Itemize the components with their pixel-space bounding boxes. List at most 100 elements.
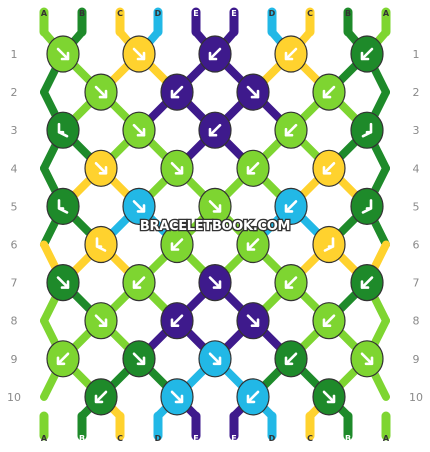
arrow-icon <box>208 352 222 366</box>
arrow-icon <box>322 162 336 175</box>
row-label-left: 7 <box>11 277 18 290</box>
knot <box>84 149 118 187</box>
arrow-icon <box>170 314 184 328</box>
knot-oval <box>46 187 80 225</box>
knot-oval <box>350 187 384 225</box>
arrow-icon <box>208 47 222 61</box>
strand-letter-top: E <box>231 9 236 18</box>
knot <box>198 35 232 73</box>
knot <box>350 187 384 225</box>
row-label-left: 5 <box>11 200 18 213</box>
arrow-icon <box>56 276 70 289</box>
arrow-icon <box>284 200 298 213</box>
arrow-icon <box>94 390 108 404</box>
strand-letter-bottom: E <box>231 434 236 443</box>
arrow-icon <box>284 47 298 61</box>
knot <box>198 264 232 302</box>
strand-letter-bottom: A <box>383 434 390 443</box>
knot-oval <box>312 225 346 264</box>
knot <box>84 378 118 416</box>
watermark-text: BRACELETBOOK.COM <box>140 219 290 234</box>
arrow-icon <box>284 352 298 366</box>
knot <box>46 35 80 73</box>
arrow-icon <box>322 85 336 99</box>
knot <box>84 225 118 264</box>
knot <box>312 149 346 187</box>
knot <box>312 302 346 340</box>
strand-letter-top: A <box>383 9 390 18</box>
strand-letter-top: C <box>117 9 123 18</box>
row-label-left: 6 <box>11 239 18 252</box>
strand-letter-top: D <box>155 9 162 18</box>
arrow-icon <box>170 162 184 175</box>
strand-letter-top: B <box>345 9 351 18</box>
row-label-left: 8 <box>11 315 18 328</box>
arrow-icon <box>322 314 336 328</box>
row-label-right: 7 <box>413 277 420 290</box>
knot <box>122 264 156 302</box>
knot <box>46 187 80 225</box>
arrow-icon <box>360 47 374 61</box>
strand-letter-bottom: C <box>307 434 313 443</box>
knot <box>160 73 194 111</box>
knot <box>84 302 118 340</box>
knot <box>274 340 308 378</box>
arrow-icon <box>323 237 335 252</box>
strand-letter-bottom: B <box>79 434 85 443</box>
knot <box>84 73 118 111</box>
knot <box>160 302 194 340</box>
row-label-left: 2 <box>11 86 18 99</box>
row-label-left: 10 <box>7 391 21 404</box>
knot <box>274 35 308 73</box>
knot <box>198 111 232 149</box>
arrow-icon <box>284 276 298 289</box>
arrow-icon <box>57 122 69 138</box>
strand-letter-top: C <box>307 9 313 18</box>
strand-letter-bottom: C <box>117 434 123 443</box>
row-label-left: 3 <box>11 124 18 137</box>
arrow-icon <box>94 162 108 175</box>
arrow-icon <box>132 276 146 289</box>
row-label-right: 6 <box>413 239 420 252</box>
arrow-icon <box>246 238 260 251</box>
row-label-right: 3 <box>413 124 420 137</box>
knot-oval <box>84 225 118 264</box>
strand-letter-bottom: D <box>155 434 162 443</box>
knot <box>236 302 270 340</box>
row-label-right: 10 <box>409 391 423 404</box>
strand-letter-bottom: B <box>345 434 351 443</box>
knot <box>160 149 194 187</box>
arrow-icon <box>360 276 374 289</box>
knot <box>350 264 384 302</box>
arrow-icon <box>246 85 260 99</box>
row-label-left: 9 <box>11 353 18 366</box>
knot <box>236 378 270 416</box>
knot <box>46 340 80 378</box>
arrow-icon <box>56 352 70 366</box>
arrow-icon <box>208 276 222 289</box>
knot <box>236 225 270 264</box>
knot <box>312 73 346 111</box>
knot <box>198 187 232 225</box>
row-label-right: 9 <box>413 353 420 366</box>
arrow-icon <box>94 314 108 328</box>
knot <box>122 187 156 225</box>
row-label-right: 8 <box>413 315 420 328</box>
knot <box>350 340 384 378</box>
knot <box>122 340 156 378</box>
knot-grid <box>46 35 384 416</box>
knot <box>160 225 194 264</box>
knot <box>236 73 270 111</box>
arrow-icon <box>208 123 222 137</box>
arrow-icon <box>170 238 184 251</box>
arrow-icon <box>132 123 146 137</box>
knot-oval <box>46 111 80 149</box>
knot <box>350 35 384 73</box>
knot <box>274 187 308 225</box>
knot <box>350 111 384 149</box>
knot <box>122 35 156 73</box>
knot <box>274 264 308 302</box>
